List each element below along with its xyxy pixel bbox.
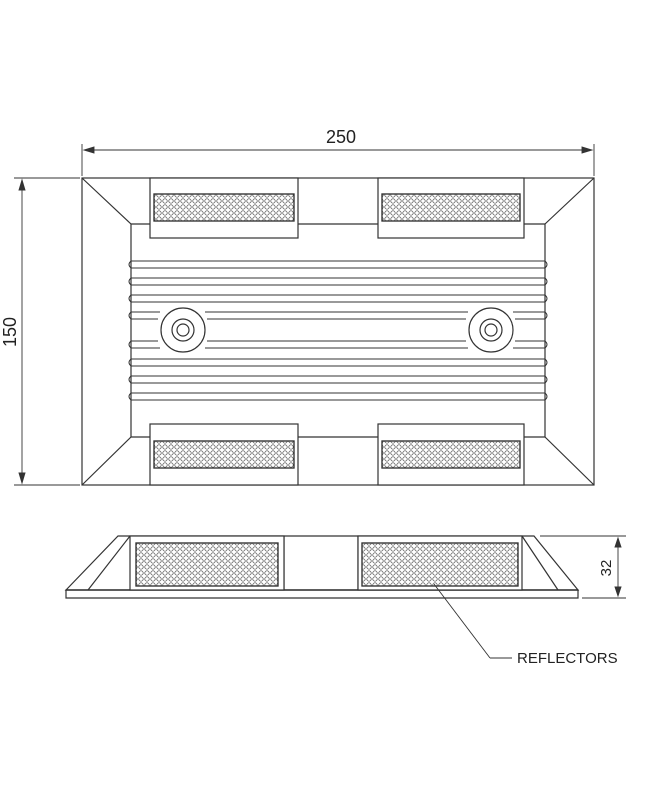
height-dimension-label: 150 (0, 317, 20, 347)
reflector-lens (153, 193, 295, 222)
thickness-dimension-label: 32 (598, 560, 615, 577)
reflector-lens-side (135, 542, 279, 587)
chamfer-line (81, 436, 132, 486)
thickness-dimension (540, 535, 626, 599)
chamfer-line (81, 177, 132, 225)
side-base (65, 589, 579, 599)
reflectors-callout-label: REFLECTORS (517, 650, 618, 667)
width-dimension-label: 250 (326, 127, 356, 147)
reflector-lens-side (361, 542, 519, 587)
reflectors-leader (433, 583, 512, 659)
reflector-lens (153, 440, 295, 469)
rib-grooves (128, 260, 548, 401)
side-view (64, 535, 580, 599)
mounting-hole (160, 307, 206, 353)
width-dimension (81, 144, 595, 176)
reflector-lens (381, 193, 521, 222)
chamfer-line (544, 177, 595, 225)
mounting-hole (468, 307, 514, 353)
chamfer-line (544, 436, 595, 486)
height-dimension (14, 177, 80, 486)
reflector-lens (381, 440, 521, 469)
outer-outline (81, 177, 595, 486)
top-view (81, 177, 595, 486)
